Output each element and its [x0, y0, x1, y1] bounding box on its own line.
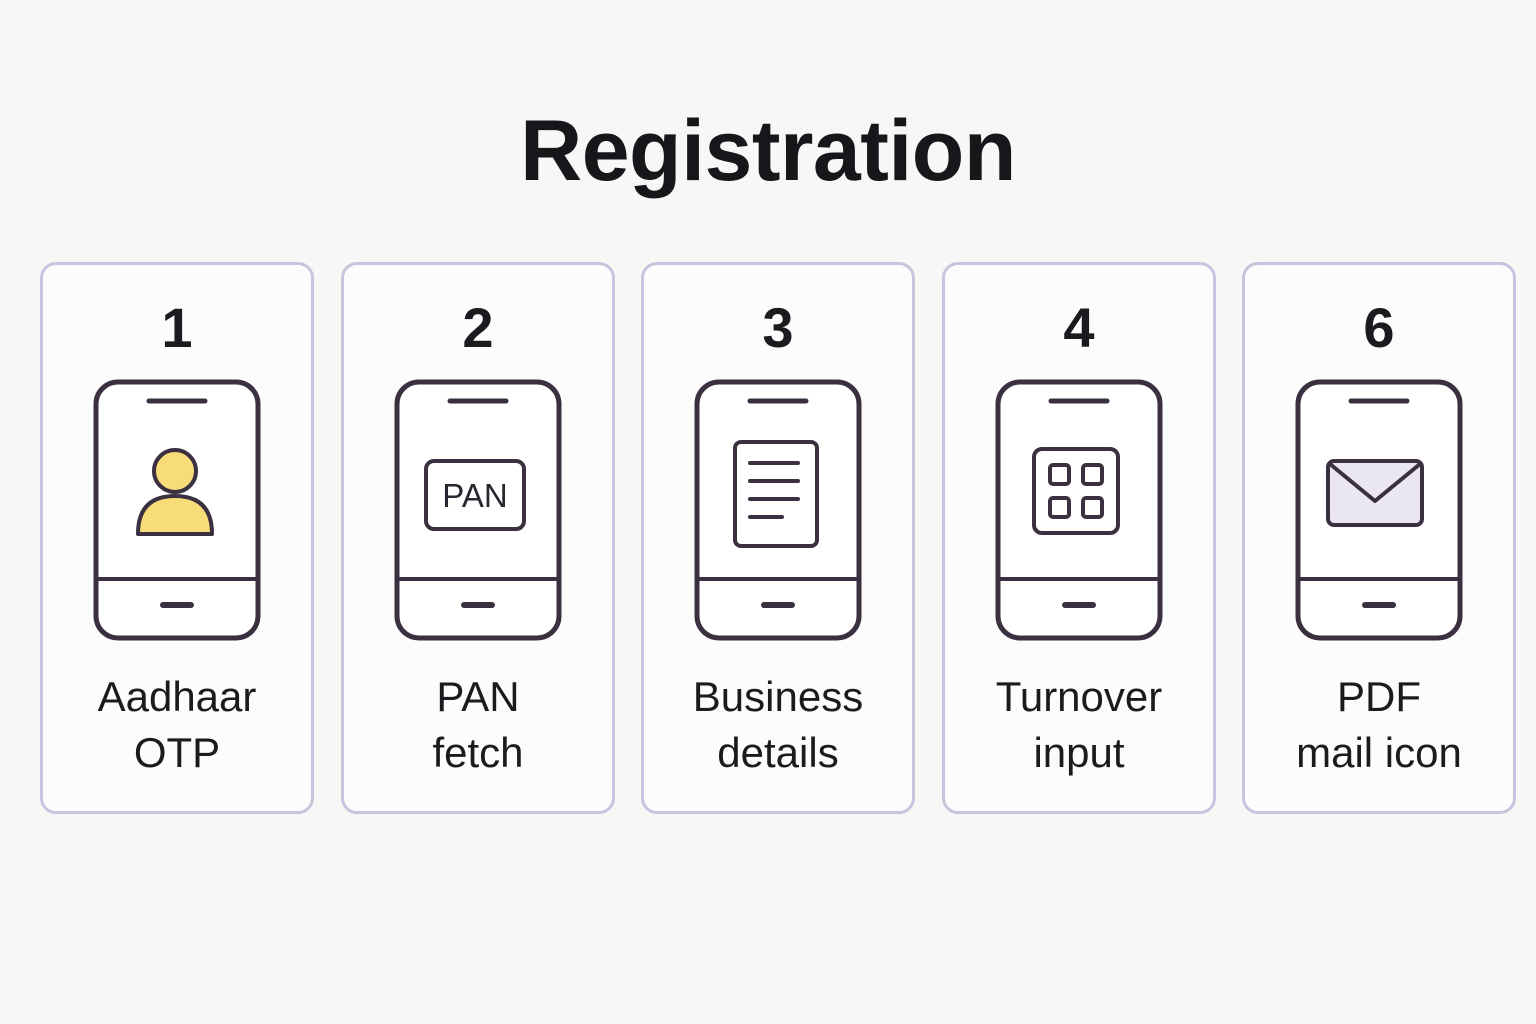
phone-icon [93, 379, 261, 641]
step-card-pan-fetch[interactable]: 2 PAN PAN fetch [341, 262, 615, 814]
step-number: 6 [1363, 296, 1395, 359]
step-number: 1 [161, 296, 193, 359]
envelope-icon [1326, 459, 1424, 527]
phone-icon [694, 379, 862, 641]
step-label: PDF mail icon [1296, 673, 1462, 776]
step-label: Business details [692, 673, 864, 776]
grid-icon [1032, 447, 1120, 535]
step-label: PAN fetch [432, 673, 524, 776]
registration-steps: 1 Aadhaar OTP 2 PAN [40, 262, 1516, 818]
step-number: 3 [762, 296, 794, 359]
step-number: 2 [462, 296, 494, 359]
step-card-aadhaar-otp[interactable]: 1 Aadhaar OTP [40, 262, 314, 814]
step-label: Aadhaar OTP [97, 673, 257, 776]
phone-icon: PAN [394, 379, 562, 641]
step-card-business-details[interactable]: 3 Business details [641, 262, 915, 814]
step-card-pdf-mail[interactable]: 6 PDF mail icon [1242, 262, 1516, 814]
step-label: Turnover input [995, 673, 1163, 776]
document-icon [733, 440, 819, 548]
pan-card-icon: PAN [424, 459, 526, 531]
svg-text:PAN: PAN [442, 477, 507, 514]
phone-icon [995, 379, 1163, 641]
step-number: 4 [1063, 296, 1095, 359]
step-card-turnover-input[interactable]: 4 Turnover input [942, 262, 1216, 814]
phone-icon [1295, 379, 1463, 641]
page-title: Registration [520, 103, 1016, 199]
person-icon [136, 448, 214, 536]
